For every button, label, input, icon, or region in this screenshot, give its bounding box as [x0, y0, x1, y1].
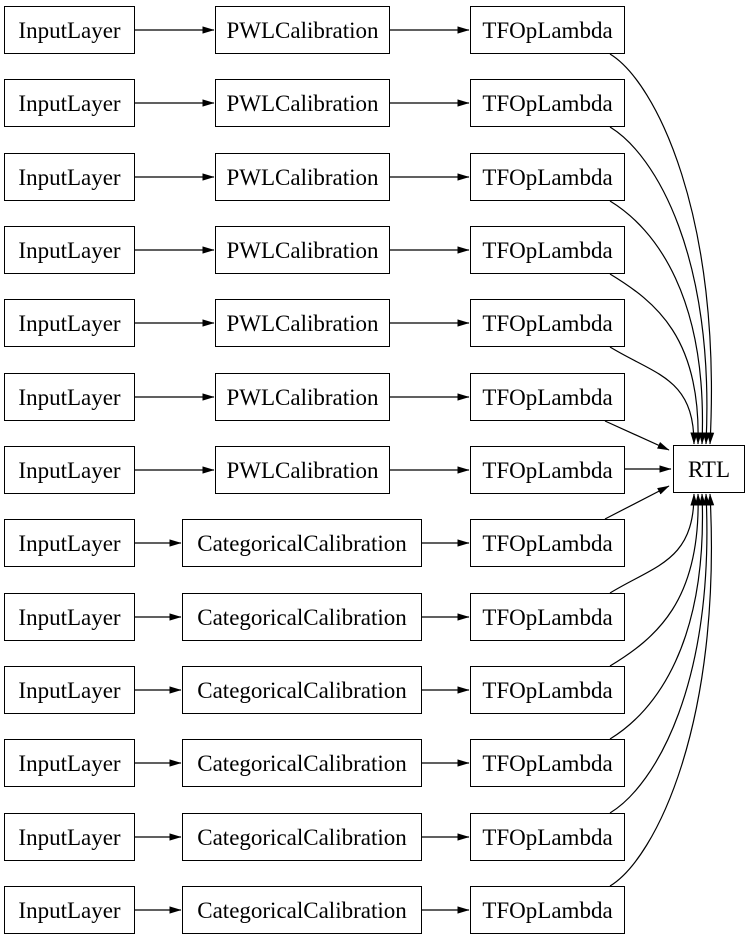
node-inputlayer-row3: InputLayer — [4, 153, 135, 201]
node-calibration-row9: CategoricalCalibration — [182, 593, 422, 641]
node-tfoplambda-row12: TFOpLambda — [470, 813, 625, 861]
node-tfoplambda-row10: TFOpLambda — [470, 666, 625, 714]
node-calibration-row5: PWLCalibration — [215, 299, 390, 347]
node-inputlayer-row9: InputLayer — [4, 593, 135, 641]
node-tfoplambda-row7: TFOpLambda — [470, 446, 625, 494]
node-calibration-row6: PWLCalibration — [215, 373, 390, 421]
node-tfoplambda-row4: TFOpLambda — [470, 226, 625, 274]
node-inputlayer-row2: InputLayer — [4, 79, 135, 127]
node-calibration-row13: CategoricalCalibration — [182, 886, 422, 934]
node-tfoplambda-row6: TFOpLambda — [470, 373, 625, 421]
node-calibration-row3: PWLCalibration — [215, 153, 390, 201]
node-inputlayer-row10: InputLayer — [4, 666, 135, 714]
node-calibration-row4: PWLCalibration — [215, 226, 390, 274]
node-inputlayer-row4: InputLayer — [4, 226, 135, 274]
node-tfoplambda-row1: TFOpLambda — [470, 6, 625, 54]
node-tfoplambda-row3: TFOpLambda — [470, 153, 625, 201]
node-calibration-row7: PWLCalibration — [215, 446, 390, 494]
node-tfoplambda-row9: TFOpLambda — [470, 593, 625, 641]
edge-lambda-to-rtl-row13 — [609, 493, 715, 887]
node-tfoplambda-row2: TFOpLambda — [470, 79, 625, 127]
node-inputlayer-row6: InputLayer — [4, 373, 135, 421]
node-tfoplambda-row11: TFOpLambda — [470, 739, 625, 787]
node-inputlayer-row1: InputLayer — [4, 6, 135, 54]
node-tfoplambda-row8: TFOpLambda — [470, 519, 625, 567]
node-inputlayer-row13: InputLayer — [4, 886, 135, 934]
node-calibration-row10: CategoricalCalibration — [182, 666, 422, 714]
node-calibration-row1: PWLCalibration — [215, 6, 390, 54]
node-calibration-row2: PWLCalibration — [215, 79, 390, 127]
node-inputlayer-row5: InputLayer — [4, 299, 135, 347]
node-inputlayer-row11: InputLayer — [4, 739, 135, 787]
node-tfoplambda-row13: TFOpLambda — [470, 886, 625, 934]
node-inputlayer-row7: InputLayer — [4, 446, 135, 494]
node-inputlayer-row12: InputLayer — [4, 813, 135, 861]
node-calibration-row12: CategoricalCalibration — [182, 813, 422, 861]
node-calibration-row8: CategoricalCalibration — [182, 519, 422, 567]
node-calibration-row11: CategoricalCalibration — [182, 739, 422, 787]
edge-lambda-to-rtl-row1 — [609, 53, 715, 445]
node-inputlayer-row8: InputLayer — [4, 519, 135, 567]
node-tfoplambda-row5: TFOpLambda — [470, 299, 625, 347]
node-rtl: RTL — [673, 445, 745, 493]
